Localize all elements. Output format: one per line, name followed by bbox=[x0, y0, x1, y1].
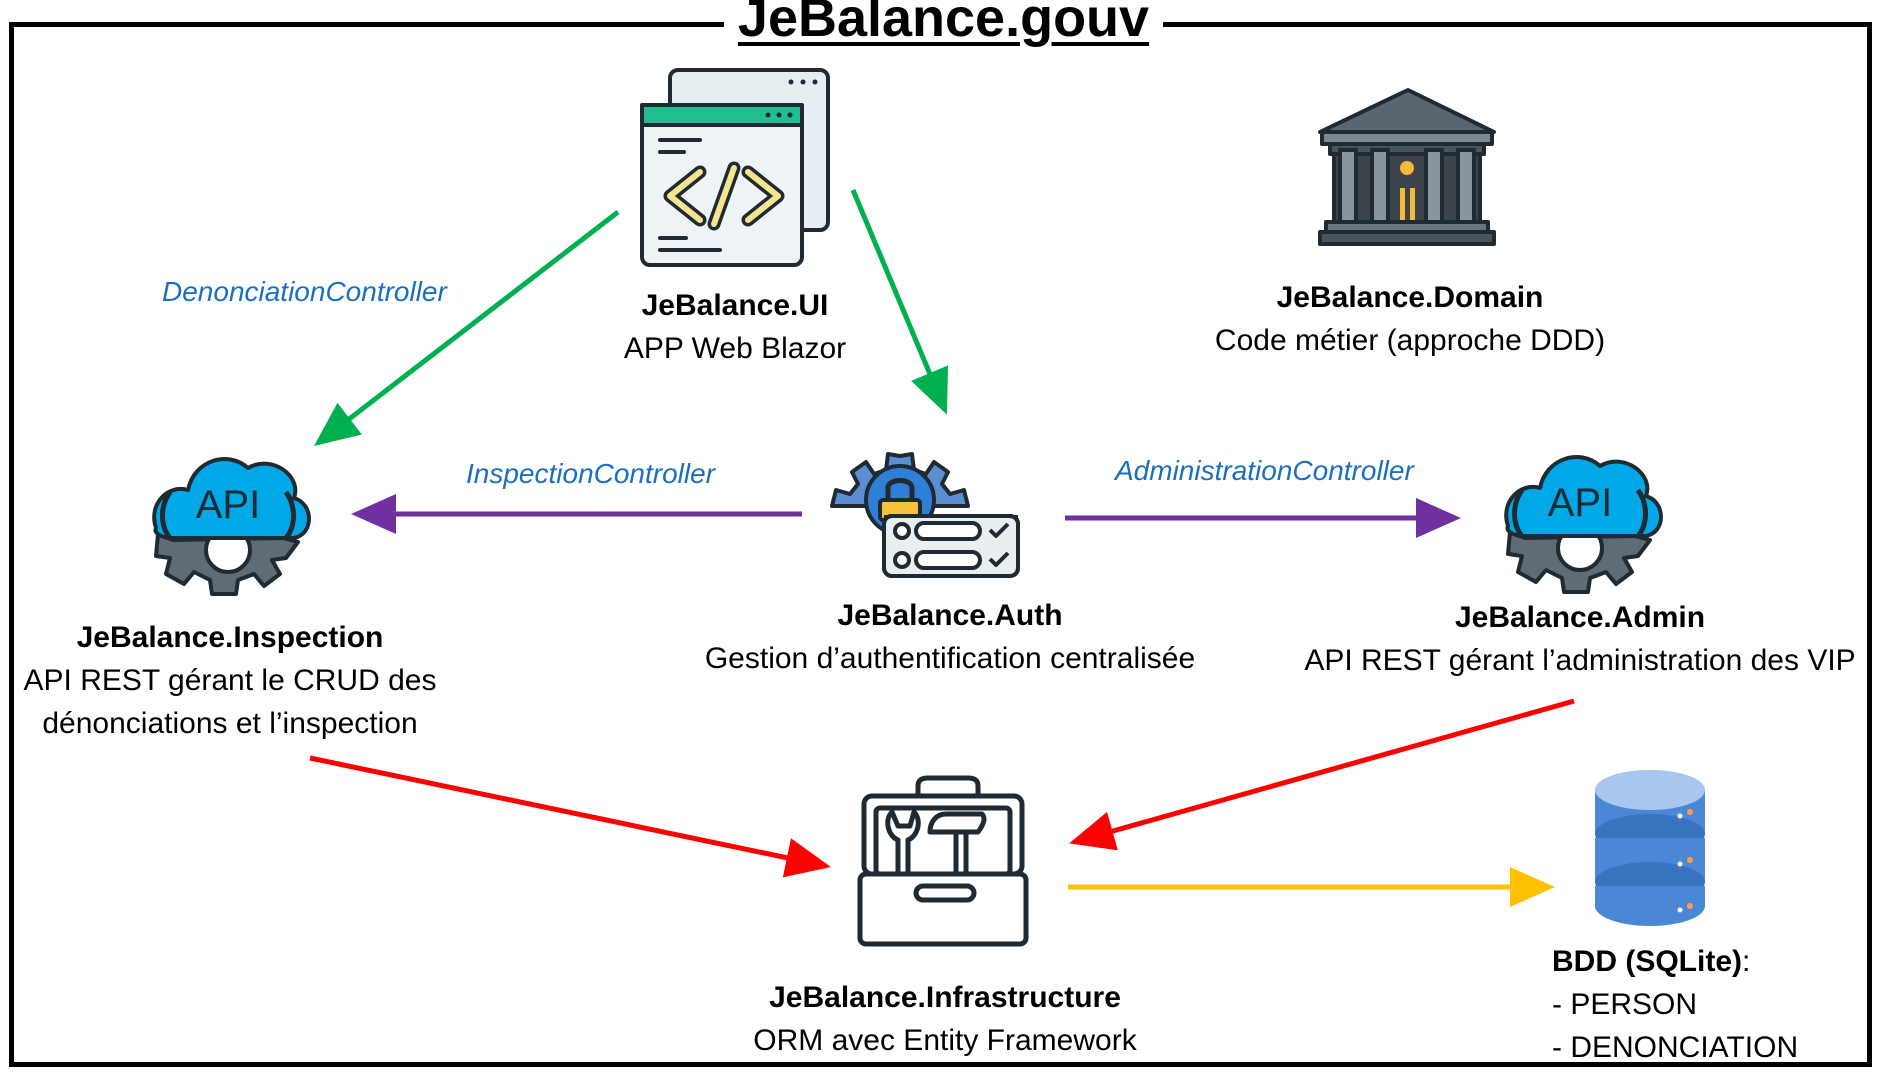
arrow-ui-to-inspection bbox=[314, 210, 620, 447]
node-auth-name: JeBalance.Auth bbox=[837, 599, 1063, 632]
node-domain-name: JeBalance.Domain bbox=[1276, 281, 1544, 314]
node-auth-desc: Gestion d’authentification centralisée bbox=[704, 642, 1196, 675]
node-inspection-label: JeBalance.Inspection API REST gérant le … bbox=[10, 616, 450, 745]
arrow-inspection-to-infra bbox=[309, 755, 831, 878]
node-ui-name: JeBalance.UI bbox=[641, 289, 829, 322]
arrow-admin-to-infra bbox=[1069, 698, 1575, 851]
node-inspection-desc-line2: dénonciations et l’inspection bbox=[42, 707, 418, 740]
toolbox-icon bbox=[857, 775, 1029, 947]
node-domain-desc: Code métier (approche DDD) bbox=[1214, 324, 1606, 357]
api-text-inspection: API bbox=[196, 483, 260, 527]
auth-gear-lock-icon bbox=[830, 452, 1020, 578]
node-database-colon: : bbox=[1742, 945, 1751, 978]
node-database-name: BDD (SQLite) bbox=[1552, 945, 1742, 978]
database-table-person: - PERSON bbox=[1552, 988, 1698, 1021]
edge-label-denonciation-controller: DenonciationController bbox=[162, 276, 447, 307]
node-infrastructure-name: JeBalance.Infrastructure bbox=[769, 981, 1121, 1014]
government-building-icon bbox=[1318, 88, 1496, 246]
node-admin-label: JeBalance.Admin API REST gérant l’admini… bbox=[1270, 596, 1887, 682]
database-table-denonciation: - DENONCIATION bbox=[1552, 1031, 1799, 1064]
node-admin-name: JeBalance.Admin bbox=[1454, 601, 1706, 634]
node-inspection-desc-line1: API REST gérant le CRUD des bbox=[23, 664, 437, 697]
api-text-admin: API bbox=[1548, 481, 1612, 525]
api-cloud-gear-icon: API bbox=[1504, 455, 1663, 594]
node-domain-label: JeBalance.Domain Code métier (approche D… bbox=[1150, 276, 1670, 362]
node-ui-desc: APP Web Blazor bbox=[623, 332, 847, 365]
api-cloud-gear-icon: API bbox=[152, 457, 311, 596]
arrow-ui-to-auth bbox=[850, 189, 949, 415]
node-ui-label: JeBalance.UI APP Web Blazor bbox=[560, 284, 910, 370]
database-icon bbox=[1595, 770, 1705, 926]
edge-label-inspection-controller: InspectionController bbox=[466, 458, 716, 489]
node-admin-desc: API REST gérant l’administration des VIP bbox=[1304, 644, 1856, 677]
node-inspection-name: JeBalance.Inspection bbox=[76, 621, 384, 654]
edge-label-administration-controller: AdministrationController bbox=[1115, 455, 1414, 486]
node-database-label: BDD (SQLite): - PERSON - DENONCIATION bbox=[1552, 940, 1798, 1069]
code-window-icon bbox=[640, 68, 830, 267]
node-infrastructure-desc: ORM avec Entity Framework bbox=[753, 1024, 1137, 1057]
node-infrastructure-label: JeBalance.Infrastructure ORM avec Entity… bbox=[680, 976, 1210, 1062]
node-auth-label: JeBalance.Auth Gestion d’authentificatio… bbox=[640, 594, 1260, 680]
